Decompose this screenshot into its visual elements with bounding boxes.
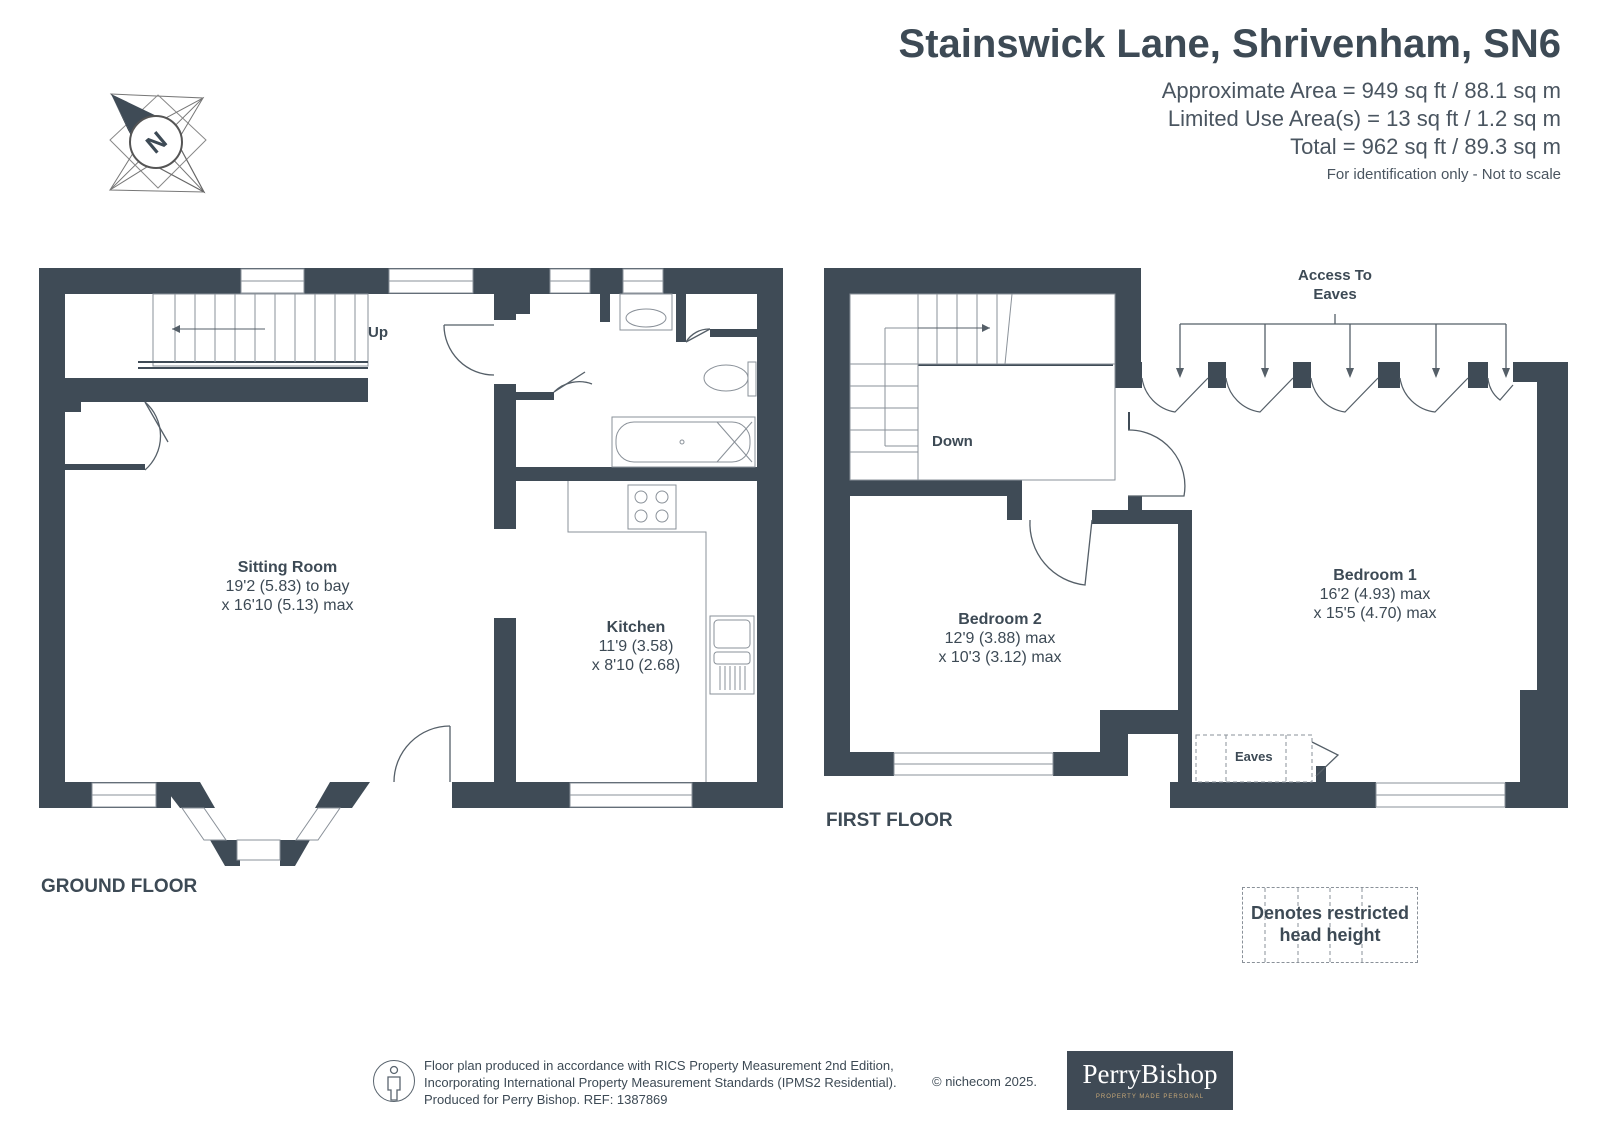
ground-floor-walls (39, 268, 783, 866)
person-icon-circle (373, 1060, 415, 1102)
first-floor-label: FIRST FLOOR (826, 810, 953, 831)
restricted-height-legend: Denotes restricted head height (1242, 887, 1418, 963)
brand-tagline: PROPERTY MADE PERSONAL (1095, 1094, 1205, 1100)
brand-name: PerryBishop (1082, 1059, 1218, 1089)
room-dimension: x 15'5 (4.70) max (1313, 605, 1437, 622)
brand-logo: PerryBishop PROPERTY MADE PERSONAL (1067, 1051, 1233, 1110)
room-dimension: 16'2 (4.93) max (1319, 586, 1431, 603)
first-floor-walls (824, 268, 1568, 808)
access-to-eaves-label: Access To Eaves (1298, 267, 1372, 303)
compass-icon: N (108, 93, 207, 194)
legend-pattern (1264, 888, 1363, 962)
identification-note: For identification only - Not to scale (1326, 166, 1561, 183)
first-floor-stairs (849, 293, 1116, 481)
limited-use-area: Limited Use Area(s) = 13 sq ft / 1.2 sq … (1167, 106, 1561, 131)
ground-floor-windows (91, 268, 693, 861)
legend-text: Denotes restricted head height (1250, 903, 1410, 945)
property-title: Stainswick Lane, Shrivenham, SN6 (898, 22, 1561, 66)
room-dimension: 12'9 (3.88) max (944, 630, 1056, 647)
room-dimension: 11'9 (3.58) (598, 638, 674, 655)
ground-floor-doors (144, 324, 711, 783)
stairs-up-label: Up (368, 324, 388, 341)
total-area: Total = 962 sq ft / 89.3 sq m (1290, 134, 1561, 159)
ground-floor-stairs (138, 293, 369, 369)
approximate-area: Approximate Area = 949 sq ft / 88.1 sq m (1161, 78, 1561, 103)
copyright: © nichecom 2025. (932, 1074, 1037, 1089)
first-floor-doors (1029, 429, 1340, 777)
room-name: Bedroom 1 (1333, 567, 1417, 584)
first-floor-windows (893, 752, 1506, 808)
eaves-label: Eaves (1235, 749, 1273, 764)
eaves-restricted-zone (1195, 734, 1313, 783)
room-dimension: x 10'3 (3.12) max (938, 649, 1062, 666)
room-dimension: x 8'10 (2.68) (591, 657, 681, 674)
room-bedroom-1: Bedroom 1 16'2 (4.93) max x 15'5 (4.70) … (1290, 566, 1460, 623)
room-dimension: 19'2 (5.83) to bay (225, 578, 350, 595)
room-name: Bedroom 2 (958, 611, 1042, 628)
footer-notes: Floor plan produced in accordance with R… (424, 1057, 897, 1108)
room-name: Kitchen (606, 619, 666, 636)
access-to-eaves-bracket (1176, 314, 1510, 378)
room-sitting-room: Sitting Room 19'2 (5.83) to bay x 16'10 … (195, 558, 380, 615)
room-name: Sitting Room (237, 559, 338, 576)
room-kitchen: Kitchen 11'9 (3.58) x 8'10 (2.68) (576, 618, 696, 675)
footer-line: Floor plan produced in accordance with R… (424, 1058, 894, 1073)
footer-line: Incorporating International Property Mea… (424, 1075, 897, 1090)
eaves-access-doors (1141, 377, 1514, 413)
stairs-down-label: Down (932, 433, 973, 450)
footer-line: Produced for Perry Bishop. REF: 1387869 (424, 1092, 668, 1107)
room-bedroom-2: Bedroom 2 12'9 (3.88) max x 10'3 (3.12) … (915, 610, 1085, 667)
ground-floor-fixtures (567, 293, 757, 782)
ground-floor-label: GROUND FLOOR (41, 876, 198, 897)
room-dimension: x 16'10 (5.13) max (221, 597, 354, 614)
